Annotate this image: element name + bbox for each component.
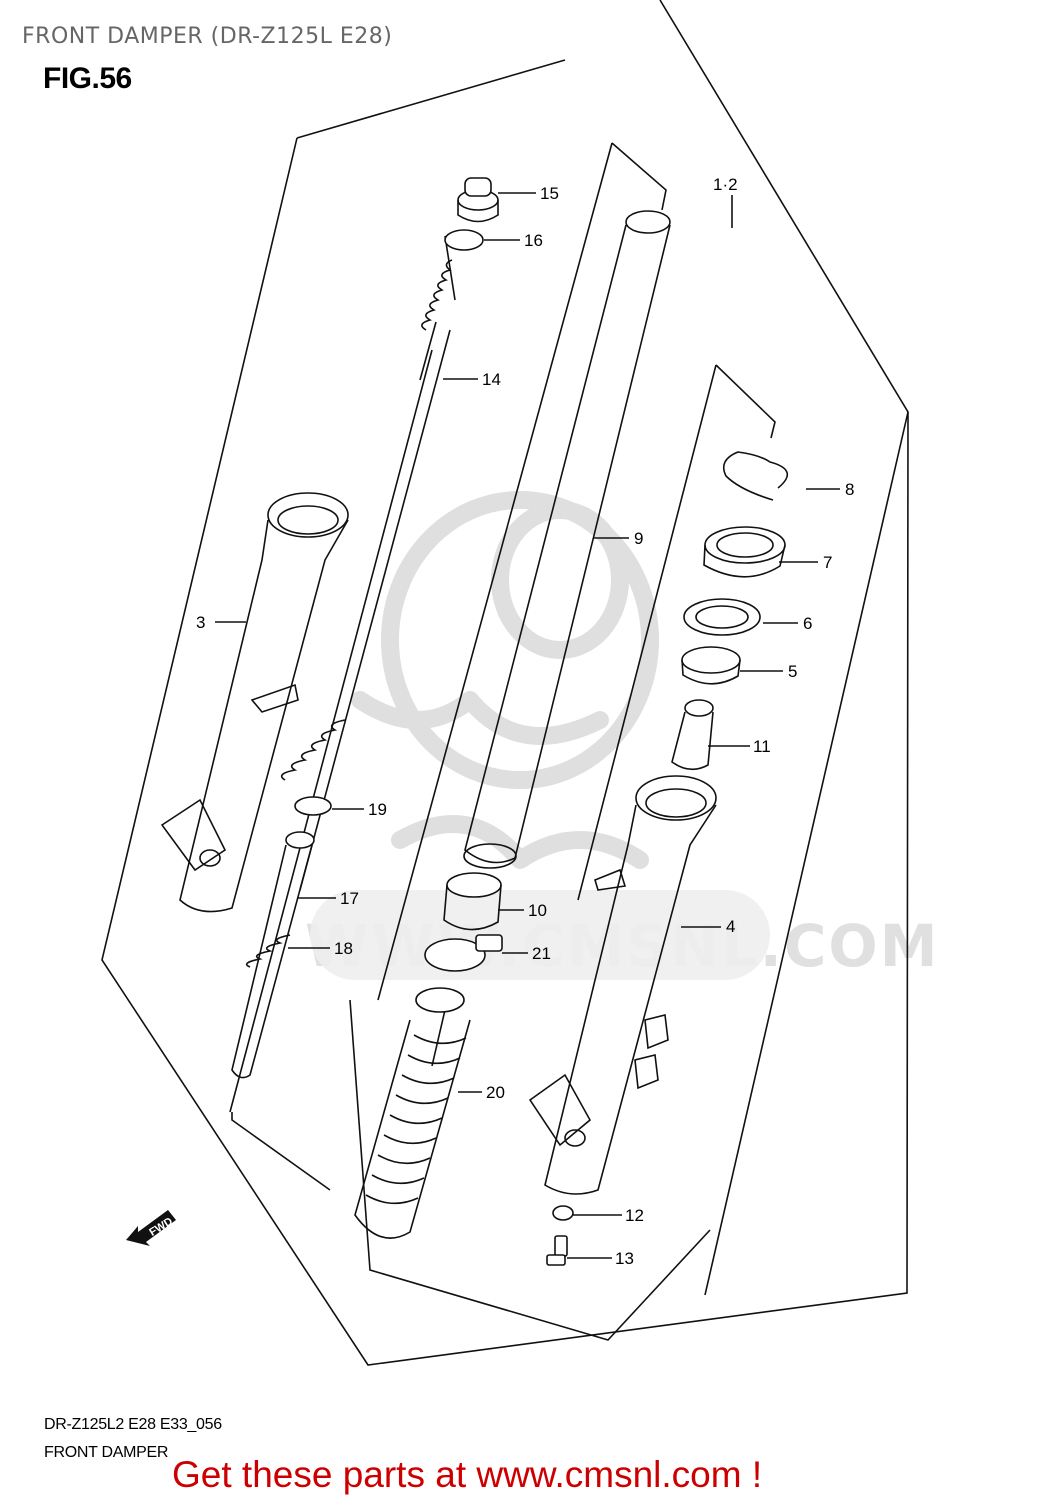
callout-9[interactable]: 9 <box>634 529 644 548</box>
part-10-bushing <box>443 872 502 931</box>
part-16-o-ring <box>444 229 484 251</box>
callout-4[interactable]: 4 <box>726 917 736 936</box>
callout-12[interactable]: 12 <box>625 1206 644 1225</box>
part-18-spring <box>245 934 291 968</box>
callout-13[interactable]: 13 <box>615 1249 634 1268</box>
part-14-spring <box>299 259 453 891</box>
diagram-code: DR-Z125L2 E28 E33_056 <box>44 1416 222 1433</box>
page-title: FRONT DAMPER (DR-Z125L E28) <box>22 24 393 49</box>
callout-5[interactable]: 5 <box>788 662 798 681</box>
callout-20[interactable]: 20 <box>486 1083 505 1102</box>
part-20-boot <box>354 987 471 1239</box>
callout-11[interactable]: 11 <box>753 737 771 756</box>
callout-3[interactable]: 3 <box>196 613 206 632</box>
callout-15[interactable]: 15 <box>540 184 559 203</box>
callout-7[interactable]: 7 <box>823 553 833 572</box>
callout-17[interactable]: 17 <box>340 889 359 908</box>
part-8-circlip <box>722 451 788 501</box>
leader-lines <box>215 192 840 1259</box>
callout-6[interactable]: 6 <box>803 614 813 633</box>
part-4-outer-tube-right <box>528 775 717 1195</box>
callout-10[interactable]: 10 <box>528 901 547 920</box>
part-6-spacer <box>683 598 761 636</box>
forward-direction-arrow-icon: FWD <box>124 1200 184 1253</box>
promo-link[interactable]: Get these parts at www.cmsnl.com ! <box>172 1454 763 1495</box>
part-7-oil-seal <box>703 526 786 578</box>
callout-1-2[interactable]: 1·2 <box>713 175 738 194</box>
callout-21[interactable]: 21 <box>532 944 551 963</box>
diagram-name: FRONT DAMPER <box>44 1444 169 1461</box>
callout-18[interactable]: 18 <box>334 939 353 958</box>
part-11-oil-lock <box>671 699 714 771</box>
figure-number: FIG.56 <box>43 62 132 95</box>
callout-8[interactable]: 8 <box>845 480 855 499</box>
part-17-rod <box>231 831 315 1079</box>
part-19-ring <box>294 796 332 816</box>
part-9-inner-tube <box>463 210 671 869</box>
callout-19[interactable]: 19 <box>368 800 387 819</box>
part-14-lower-spring <box>280 719 346 781</box>
part-13-bolt <box>546 1235 568 1266</box>
part-21-clamp <box>424 934 503 972</box>
part-12-washer <box>552 1205 574 1221</box>
part-5-bushing <box>681 646 741 685</box>
callout-14[interactable]: 14 <box>482 370 501 389</box>
callout-16[interactable]: 16 <box>524 231 543 250</box>
part-3-outer-tube-left <box>160 492 349 913</box>
part-15-cap-bolt <box>457 177 499 223</box>
